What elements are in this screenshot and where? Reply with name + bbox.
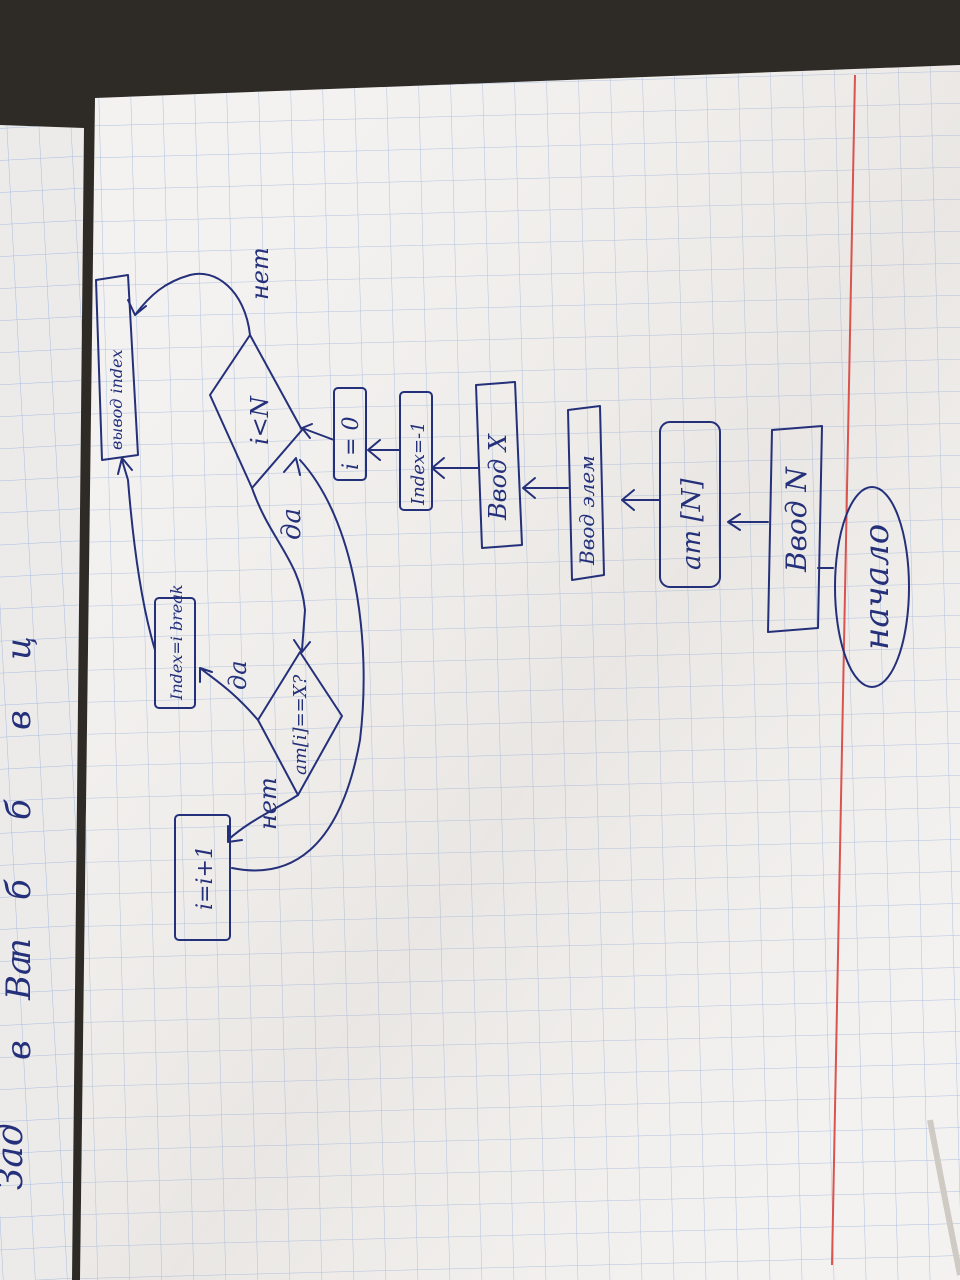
- edge-elems-x: [522, 477, 569, 499]
- edge-compare-no-increment: [227, 794, 299, 843]
- compare-condition-diamond: [257, 651, 343, 796]
- input-elements-parallelogram: [567, 405, 605, 581]
- input-elements-label: Ввод элем: [575, 455, 599, 566]
- edge-index-i0: [367, 439, 401, 461]
- input-x-label: Ввод X: [484, 433, 512, 521]
- left-fragment-4: б: [0, 879, 39, 900]
- edge-input-array: [727, 513, 769, 531]
- assign-index-box: [154, 597, 196, 709]
- start-label: начало: [857, 524, 897, 650]
- left-fragment-2: в: [0, 1040, 39, 1060]
- i-init-label: i = 0: [339, 417, 364, 470]
- assign-index-label: Index=i break: [167, 584, 186, 701]
- left-page-fragments: Зад в Ва б ц б в п: [0, 636, 39, 1190]
- start-terminator: [834, 486, 910, 688]
- edge-increment-loop: [231, 457, 365, 872]
- input-x-parallelogram: [475, 381, 523, 549]
- output-label: вывод index: [107, 349, 126, 450]
- left-fragment-8: п: [0, 938, 39, 960]
- edge-assign-output: [117, 457, 156, 651]
- edge-loop-yes-compare: [251, 487, 311, 653]
- label-yes-compare: да: [224, 660, 252, 690]
- left-fragment-7: в: [0, 710, 39, 730]
- input-n-label: Ввод N: [780, 466, 813, 573]
- array-label: ат [N]: [677, 478, 707, 570]
- input-n-parallelogram: [767, 425, 823, 633]
- left-fragment-3: Ва: [0, 955, 39, 1001]
- flowchart-labels: начало Ввод N ат [N] Ввод элем Ввод X In…: [107, 247, 897, 910]
- increment-label: i=i+1: [193, 845, 218, 910]
- label-no-loop: нет: [246, 247, 274, 300]
- i-init-box: [333, 387, 367, 481]
- array-box: [659, 421, 721, 588]
- loop-condition-label: i<N: [246, 395, 274, 445]
- increment-box: [174, 814, 231, 941]
- left-fragment-6: б: [0, 799, 39, 820]
- output-parallelogram: [95, 274, 139, 461]
- label-yes-loop: да: [277, 508, 307, 540]
- edge-array-input-elems: [621, 489, 661, 511]
- left-fragment-5: ц: [0, 636, 39, 660]
- loop-condition-diamond: [209, 334, 303, 489]
- label-no-compare: нет: [254, 777, 282, 830]
- compare-condition-label: ат[i]==X?: [290, 674, 311, 775]
- left-fragment-1: Зад: [0, 1123, 31, 1190]
- margin-line: [831, 74, 856, 1266]
- index-init-label: Index=-1: [408, 421, 429, 506]
- edge-compare-yes-assign: [199, 667, 259, 721]
